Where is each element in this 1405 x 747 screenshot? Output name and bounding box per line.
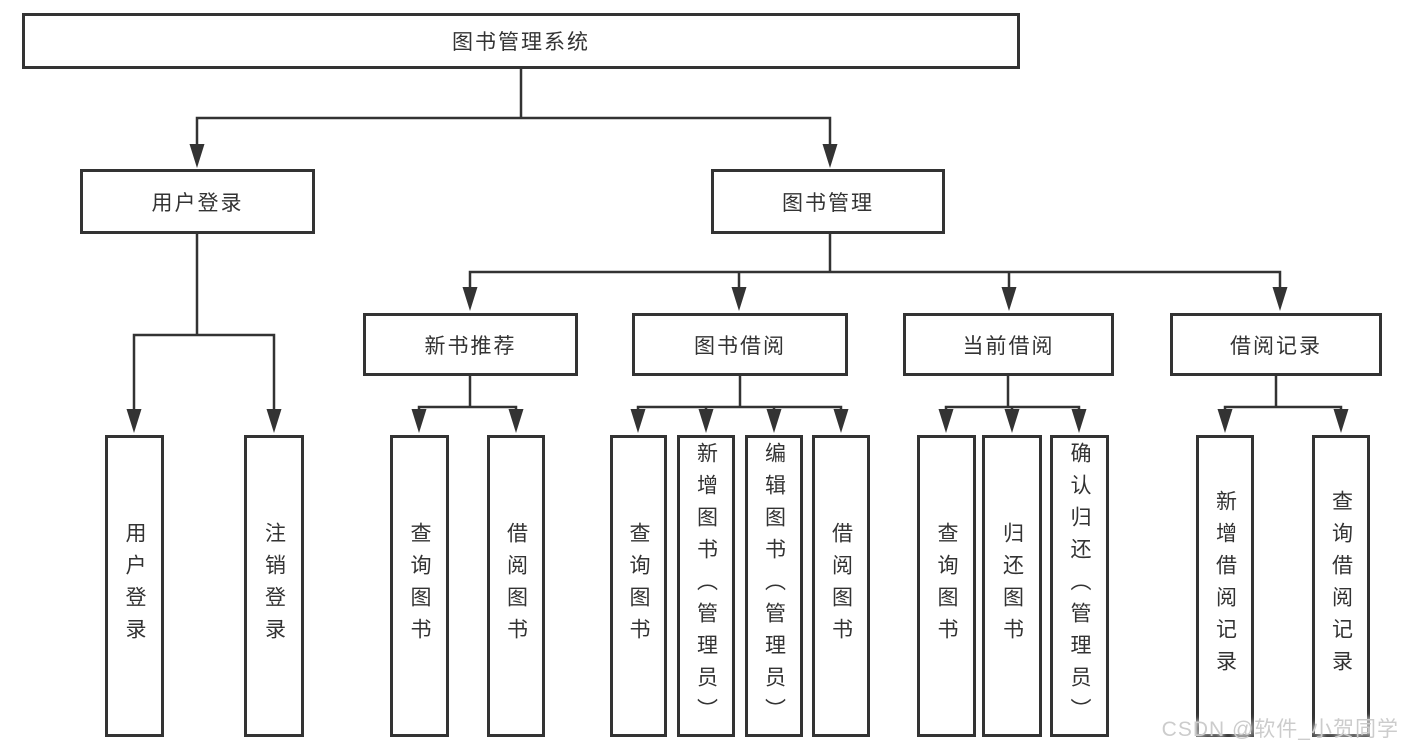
leaf-query-borrow-record-label: 查询借阅记录 [1329,490,1353,682]
leaf-confirm-return: 确认归还（管理员） [1050,435,1109,737]
leaf-query-book-3: 查询图书 [917,435,976,737]
leaf-query-book-1-label: 查询图书 [408,522,431,650]
node-new-book-rec-label: 新书推荐 [424,334,517,358]
node-borrow-records: 借阅记录 [1170,313,1382,376]
node-root: 图书管理系统 [22,13,1020,69]
node-book-borrow-label: 图书借阅 [694,334,786,358]
arrow-icon [508,409,524,433]
arrow-icon [189,144,205,168]
node-root-label: 图书管理系统 [452,31,590,54]
arrow-icon [1001,287,1017,311]
arrow-icon [822,144,838,168]
leaf-borrow-book-2-label: 借阅图书 [829,522,853,650]
node-borrow-records-label: 借阅记录 [1230,334,1322,358]
leaf-edit-book-label: 编辑图书（管理员） [762,442,786,730]
leaf-logout: 注销登录 [244,435,304,737]
leaf-edit-book: 编辑图书（管理员） [745,435,803,737]
arrow-icon [462,287,478,311]
node-book-mgmt-label: 图书管理 [782,191,874,215]
arrow-icon [1272,287,1288,311]
arrow-icon [266,409,282,433]
leaf-user-login-label: 用户登录 [123,522,146,650]
leaf-add-borrow-record-label: 新增借阅记录 [1213,490,1237,682]
arrow-icon [938,409,954,433]
node-new-book-rec: 新书推荐 [363,313,578,376]
leaf-add-book-label: 新增图书（管理员） [694,442,718,730]
node-current-borrow: 当前借阅 [903,313,1114,376]
leaf-query-borrow-record: 查询借阅记录 [1312,435,1370,737]
node-book-borrow: 图书借阅 [632,313,848,376]
connector-current-borrow [944,375,1081,412]
leaf-confirm-return-label: 确认归还（管理员） [1068,442,1091,730]
arrow-icon [1071,409,1087,433]
arrow-icon [833,409,849,433]
arrow-icon [630,409,646,433]
leaf-add-borrow-record: 新增借阅记录 [1196,435,1254,737]
arrow-icon [766,409,782,433]
arrow-icon [1333,409,1349,433]
arrow-icon [411,409,427,433]
leaf-query-book-3-label: 查询图书 [935,522,958,650]
leaf-logout-label: 注销登录 [262,522,286,650]
arrowheads [126,144,1349,433]
connector-root [195,68,832,148]
leaf-query-book-1: 查询图书 [390,435,449,737]
connector-user-login [132,233,276,412]
connector-book-mgmt [468,233,1282,290]
node-user-login-label: 用户登录 [151,191,244,215]
arrow-icon [731,287,747,311]
node-book-mgmt: 图书管理 [711,169,945,234]
leaf-user-login: 用户登录 [105,435,164,737]
arrow-icon [126,409,142,433]
leaf-borrow-book-1: 借阅图书 [487,435,545,737]
leaf-return-book-label: 归还图书 [1000,522,1024,650]
connector-new-book-rec [417,375,518,412]
node-user-login: 用户登录 [80,169,315,234]
leaf-return-book: 归还图书 [982,435,1042,737]
leaf-query-book-2: 查询图书 [610,435,667,737]
node-current-borrow-label: 当前借阅 [962,334,1055,358]
connector-borrow-records [1223,375,1343,412]
leaf-add-book: 新增图书（管理员） [677,435,735,737]
arrow-icon [698,409,714,433]
watermark: CSDN @软件_小贺同学 [1161,718,1399,741]
leaf-borrow-book-1-label: 借阅图书 [504,522,528,650]
leaf-query-book-2-label: 查询图书 [627,522,650,650]
arrow-icon [1217,409,1233,433]
arrow-icon [1004,409,1020,433]
leaf-borrow-book-2: 借阅图书 [812,435,870,737]
connector-book-borrow [636,375,843,412]
